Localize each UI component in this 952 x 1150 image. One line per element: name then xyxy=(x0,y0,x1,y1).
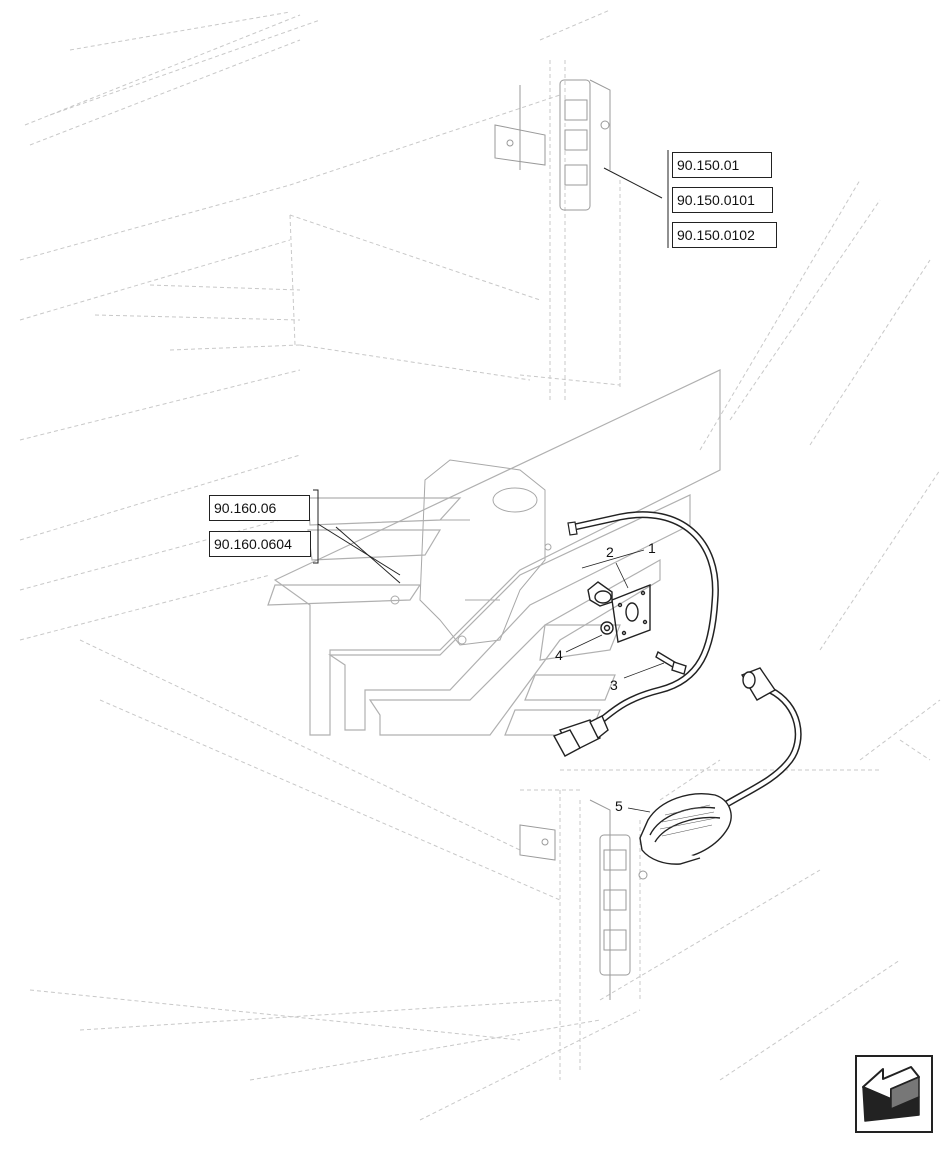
part-5-pedal xyxy=(639,793,732,865)
top-hinge xyxy=(494,79,611,211)
panel-shape xyxy=(267,369,721,736)
part-2-plate xyxy=(611,583,651,643)
reference-link-90-150-01[interactable]: 90.150.01 xyxy=(672,152,772,178)
back-arrow-icon xyxy=(862,1066,920,1122)
callout-5: 5 xyxy=(615,798,623,814)
leader-lines xyxy=(313,150,669,584)
part-4-nut xyxy=(600,621,614,635)
part-5-plug xyxy=(740,667,777,701)
callout-3: 3 xyxy=(610,677,618,693)
bottom-hinge xyxy=(519,799,648,1000)
background-structure xyxy=(19,9,941,1121)
callout-4: 4 xyxy=(555,647,563,663)
console-bracket xyxy=(390,459,552,646)
part-cap xyxy=(587,581,613,607)
reference-link-90-150-0101[interactable]: 90.150.0101 xyxy=(672,187,773,213)
part-1-cable xyxy=(567,511,719,728)
part-5-cable xyxy=(723,686,802,809)
callout-leaders xyxy=(565,549,665,813)
back-navigation-button[interactable] xyxy=(855,1055,933,1133)
reference-link-90-150-0102[interactable]: 90.150.0102 xyxy=(672,222,777,248)
callout-2: 2 xyxy=(606,544,614,560)
callout-1: 1 xyxy=(648,540,656,556)
reference-link-90-160-0604[interactable]: 90.160.0604 xyxy=(209,531,311,557)
part-3-bolt xyxy=(655,650,687,675)
part-1-connector xyxy=(552,715,609,757)
reference-link-90-160-06[interactable]: 90.160.06 xyxy=(209,495,310,521)
